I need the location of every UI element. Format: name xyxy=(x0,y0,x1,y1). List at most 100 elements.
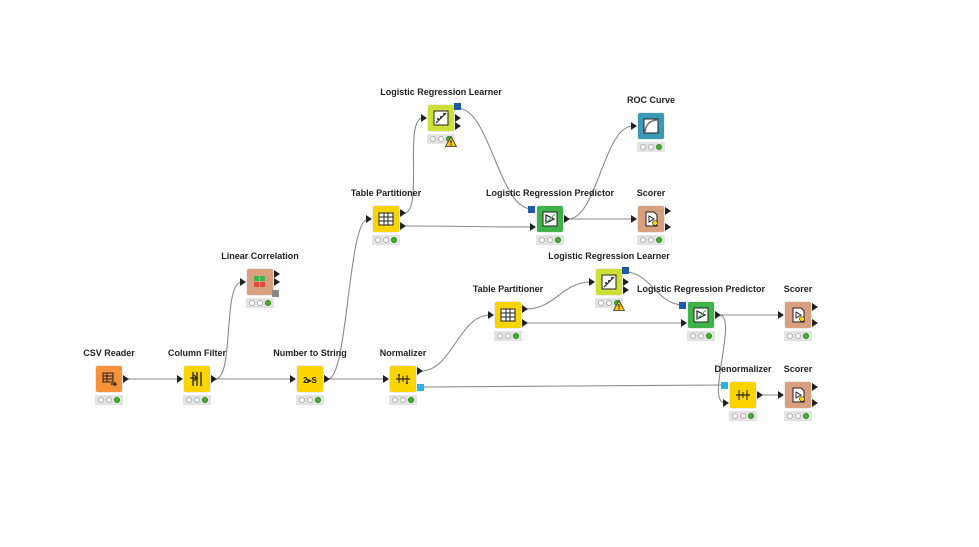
output-port[interactable] xyxy=(812,399,818,407)
svg-text:2▸S: 2▸S xyxy=(303,376,317,385)
node-label: Number to String xyxy=(273,348,347,358)
node-label: ROC Curve xyxy=(626,95,675,105)
model-port[interactable] xyxy=(622,267,629,274)
connection-table-partitioner-2-to-lr-learner-2[interactable] xyxy=(525,281,592,310)
output-port[interactable] xyxy=(417,367,423,375)
node-body[interactable] xyxy=(96,366,122,392)
connection-lr-learner-1-to-lr-predictor-1[interactable] xyxy=(456,107,533,210)
output-port[interactable] xyxy=(123,375,129,383)
node-status-traffic-light xyxy=(637,142,665,152)
node-body[interactable] xyxy=(184,366,210,392)
node-body[interactable] xyxy=(247,269,273,295)
connection-lr-predictor-2-to-denormalizer[interactable] xyxy=(717,314,727,404)
status-light-red xyxy=(539,236,545,243)
model-port[interactable] xyxy=(721,382,728,389)
input-port[interactable] xyxy=(778,311,784,319)
connection-column-filter-to-linear-correlation[interactable] xyxy=(214,281,243,380)
connection-table-partitioner-1-to-lr-predictor-1[interactable] xyxy=(403,225,533,228)
connection-normalizer-1-to-table-partitioner-2[interactable] xyxy=(420,314,491,372)
model-port[interactable] xyxy=(454,103,461,110)
output-port[interactable] xyxy=(455,122,461,130)
status-light-yellow xyxy=(257,299,263,306)
status-light-red xyxy=(430,135,436,142)
node-label: Scorer xyxy=(783,364,813,374)
output-port[interactable] xyxy=(400,222,406,230)
output-port[interactable] xyxy=(715,311,721,319)
output-port[interactable] xyxy=(665,207,671,215)
output-port[interactable] xyxy=(400,209,406,217)
connection-lr-learner-2-to-lr-predictor-2[interactable] xyxy=(624,271,684,306)
input-port[interactable] xyxy=(290,375,296,383)
warning-icon xyxy=(612,298,626,311)
node-body[interactable] xyxy=(638,206,664,232)
input-port[interactable] xyxy=(240,278,246,286)
connection-table-partitioner-1-to-lr-learner-1[interactable] xyxy=(403,117,424,214)
status-light-green xyxy=(114,396,120,403)
connection-number-to-string-to-table-partitioner-1[interactable] xyxy=(327,218,369,380)
status-light-red xyxy=(640,143,646,150)
input-port[interactable] xyxy=(631,122,637,130)
node-body[interactable] xyxy=(785,382,811,408)
status-light-red xyxy=(186,396,192,403)
model-port[interactable] xyxy=(528,206,535,213)
model-port[interactable] xyxy=(679,302,686,309)
output-port[interactable] xyxy=(623,286,629,294)
output-port[interactable] xyxy=(757,391,763,399)
status-light-green xyxy=(656,236,662,243)
output-port[interactable] xyxy=(274,270,280,278)
node-label: Linear Correlation xyxy=(221,251,299,261)
node-body[interactable] xyxy=(638,113,664,139)
connection-normalizer-1-to-denormalizer[interactable] xyxy=(420,384,726,388)
node-body[interactable] xyxy=(390,366,416,392)
node-body[interactable] xyxy=(495,302,521,328)
status-light-red xyxy=(598,299,604,306)
output-port[interactable] xyxy=(812,303,818,311)
output-port[interactable] xyxy=(522,319,528,327)
output-port[interactable] xyxy=(324,375,330,383)
input-port[interactable] xyxy=(589,278,595,286)
input-port[interactable] xyxy=(681,319,687,327)
node-body[interactable] xyxy=(730,382,756,408)
output-port[interactable] xyxy=(812,383,818,391)
node-body[interactable] xyxy=(785,302,811,328)
input-port[interactable] xyxy=(488,311,494,319)
output-port[interactable] xyxy=(665,223,671,231)
output-port[interactable] xyxy=(522,305,528,313)
input-port[interactable] xyxy=(778,391,784,399)
status-light-green xyxy=(803,332,809,339)
view-port[interactable] xyxy=(272,290,279,297)
node-label: Column Filter xyxy=(168,348,226,358)
input-port[interactable] xyxy=(631,215,637,223)
node-body[interactable] xyxy=(596,269,622,295)
input-port[interactable] xyxy=(530,223,536,231)
input-port[interactable] xyxy=(383,375,389,383)
node-body[interactable]: 2▸S xyxy=(297,366,323,392)
status-light-yellow xyxy=(383,236,389,243)
input-port[interactable] xyxy=(366,215,372,223)
status-light-green xyxy=(265,299,271,306)
model-port[interactable] xyxy=(417,384,424,391)
status-light-red xyxy=(497,332,503,339)
node-body[interactable] xyxy=(688,302,714,328)
status-light-red xyxy=(787,412,793,419)
node-body[interactable] xyxy=(373,206,399,232)
status-light-green xyxy=(202,396,208,403)
node-label: Normalizer xyxy=(379,348,427,358)
output-port[interactable] xyxy=(274,278,280,286)
connection-lr-predictor-1-to-roc-curve[interactable] xyxy=(567,125,634,220)
node-body[interactable] xyxy=(537,206,563,232)
output-port[interactable] xyxy=(211,375,217,383)
output-port[interactable] xyxy=(564,215,570,223)
output-port[interactable] xyxy=(812,319,818,327)
node-body[interactable] xyxy=(428,105,454,131)
warning-icon xyxy=(444,134,458,147)
node-label: Table Partitioner xyxy=(350,188,422,198)
input-port[interactable] xyxy=(723,399,729,407)
status-light-green xyxy=(656,143,662,150)
output-port[interactable] xyxy=(455,114,461,122)
node-label: Table Partitioner xyxy=(472,284,544,294)
status-light-red xyxy=(98,396,104,403)
output-port[interactable] xyxy=(623,278,629,286)
input-port[interactable] xyxy=(421,114,427,122)
input-port[interactable] xyxy=(177,375,183,383)
